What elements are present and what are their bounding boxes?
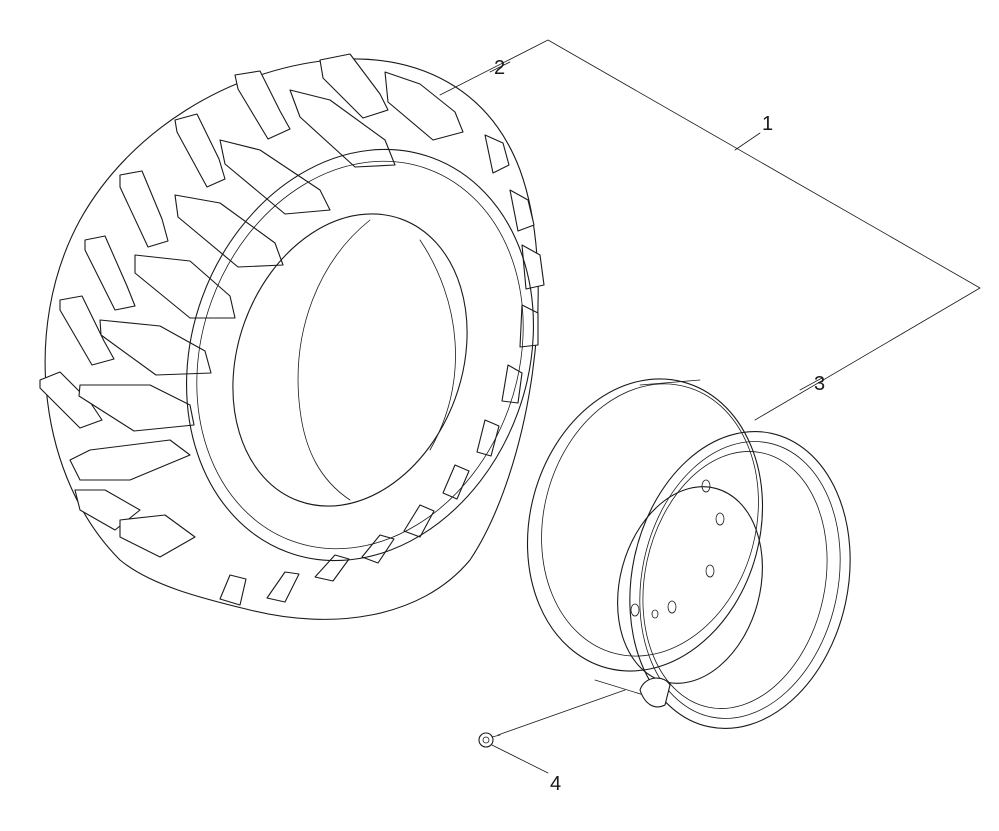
- callout-3: 3: [814, 373, 825, 395]
- tire-inner-opening: [232, 213, 468, 507]
- tire-sidewall-bead: [196, 160, 524, 550]
- callout-1: 1: [762, 113, 773, 135]
- leader-4-tail: [491, 744, 549, 774]
- callout-4: 4: [550, 773, 561, 795]
- rim-front-flange: [629, 431, 851, 729]
- leader-3: [799, 377, 823, 391]
- rim-bolt-holes: [630, 479, 725, 619]
- tire-sidewall-outer: [186, 148, 534, 562]
- tire-inner-wall: [297, 219, 371, 501]
- rim-center-disc: [617, 486, 763, 684]
- rim-back-flange: [526, 378, 764, 672]
- rim: [526, 378, 851, 729]
- valve-stem: [478, 732, 501, 748]
- tread-lugs: [39, 53, 464, 558]
- leader-2: [489, 61, 511, 73]
- tire: [39, 53, 545, 620]
- callout-2: 2: [494, 57, 505, 79]
- tire-outer-profile: [44, 58, 539, 620]
- valve-boss: [639, 677, 671, 708]
- leader-lines: [439, 39, 981, 774]
- leader-4: [497, 689, 626, 736]
- leader-1-tail: [734, 132, 761, 151]
- leader-1: [439, 39, 981, 421]
